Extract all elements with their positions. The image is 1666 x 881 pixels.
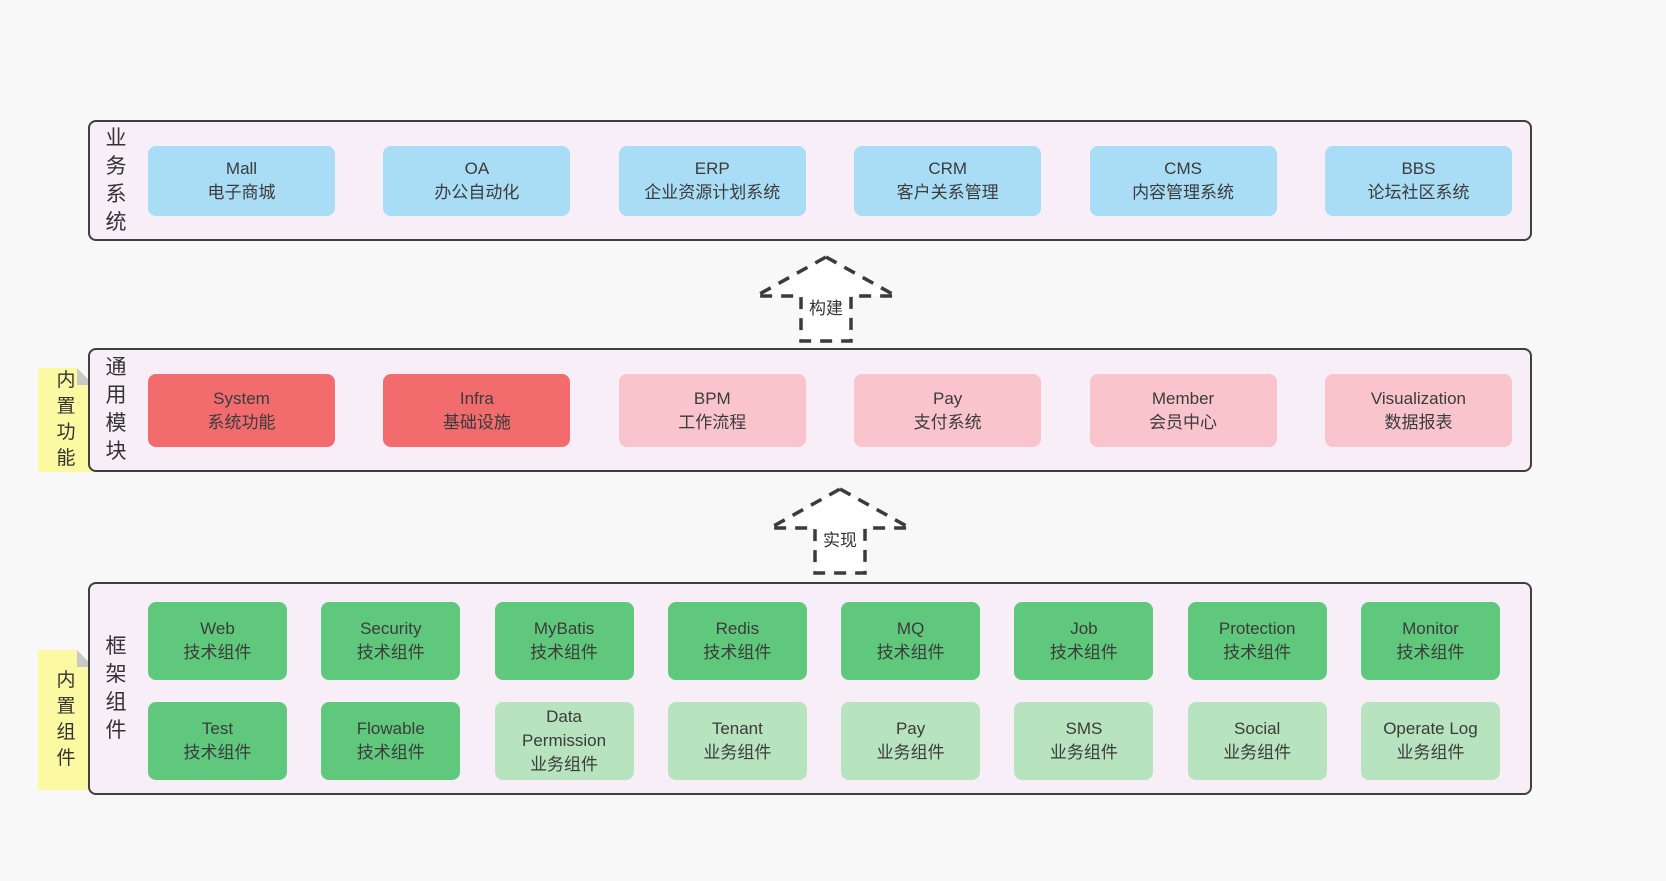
diagram-box-system: System 系统功能 — [148, 374, 335, 447]
diagram-box-test: Test 技术组件 — [148, 702, 287, 780]
diagram-box-flowable: Flowable 技术组件 — [321, 702, 461, 780]
diagram-box-infra: Infra 基础设施 — [383, 374, 571, 447]
diagram-box-web: Web 技术组件 — [148, 602, 287, 680]
diagram-box-bpm: BPM 工作流程 — [618, 374, 806, 447]
diagram-box-pay: Pay 业务组件 — [841, 702, 981, 780]
diagram-box-mq: MQ 技术组件 — [841, 602, 981, 680]
diagram-box-bbs: BBS 论坛社区系统 — [1324, 146, 1512, 216]
diagram-box-monitor: Monitor 技术组件 — [1360, 602, 1500, 680]
diagram-box-security: Security 技术组件 — [321, 602, 461, 680]
layer-label-framework-components: 框架组件 — [105, 634, 127, 742]
layer-framework-components: 框架组件 Web 技术组件 Security 技术组件 MyBatis 技术组件… — [88, 582, 1532, 795]
layer-label-common-modules: 通用模块 — [105, 356, 127, 463]
sticky-note-text: 内置功能 — [56, 370, 76, 469]
diagram-box-erp: ERP 企业资源计划系统 — [618, 146, 806, 216]
diagram-box-mall: Mall 电子商城 — [148, 146, 335, 216]
diagram-box-mybatis: MyBatis 技术组件 — [494, 602, 634, 680]
arrow-implement-label: 实现 — [823, 531, 857, 550]
layer-label-business-systems: 业务系统 — [105, 126, 127, 234]
arrow-build: 构建 — [753, 254, 899, 344]
diagram-box-member: Member 会员中心 — [1089, 374, 1277, 447]
framework-components-row-1: Web 技术组件 Security 技术组件 MyBatis 技术组件 Redi… — [148, 602, 1500, 680]
diagram-box-operate-log: Operate Log 业务组件 — [1360, 702, 1500, 780]
diagram-box-tenant: Tenant 业务组件 — [667, 702, 807, 780]
arrow-build-label: 构建 — [809, 299, 843, 318]
common-modules-row: System 系统功能 Infra 基础设施 BPM 工作流程 Pay 支付系统… — [148, 374, 1512, 447]
diagram-box-protection: Protection 技术组件 — [1187, 602, 1327, 680]
diagram-box-cms: CMS 内容管理系统 — [1089, 146, 1277, 216]
up-arrow-icon — [753, 254, 899, 343]
diagram-box-redis: Redis 技术组件 — [667, 602, 807, 680]
business-systems-row: Mall 电子商城 OA 办公自动化 ERP 企业资源计划系统 CRM 客户关系… — [148, 146, 1512, 216]
sticky-note-built-in-components: 内置组件 — [38, 650, 94, 790]
diagram-box-visualization: Visualization 数据报表 — [1324, 374, 1512, 447]
diagram-box-sms: SMS 业务组件 — [1014, 702, 1154, 780]
arrow-implement: 实现 — [767, 486, 913, 576]
layer-common-modules: 通用模块 System 系统功能 Infra 基础设施 BPM 工作流程 Pay… — [88, 348, 1532, 472]
diagram-box-job: Job 技术组件 — [1014, 602, 1154, 680]
diagram-box-pay: Pay 支付系统 — [854, 374, 1042, 447]
diagram-box-social: Social 业务组件 — [1187, 702, 1327, 780]
framework-components-row-2: Test 技术组件 Flowable 技术组件 Data Permission … — [148, 702, 1500, 780]
layer-business-systems: 业务系统 Mall 电子商城 OA 办公自动化 ERP 企业资源计划系统 CRM… — [88, 120, 1532, 241]
sticky-note-text: 内置组件 — [56, 670, 76, 769]
sticky-note-built-in-features: 内置功能 — [38, 368, 94, 472]
diagram-box-crm: CRM 客户关系管理 — [854, 146, 1042, 216]
up-arrow-icon — [767, 486, 913, 575]
diagram-box-oa: OA 办公自动化 — [383, 146, 571, 216]
diagram-box-data-permission: Data Permission 业务组件 — [494, 702, 634, 780]
